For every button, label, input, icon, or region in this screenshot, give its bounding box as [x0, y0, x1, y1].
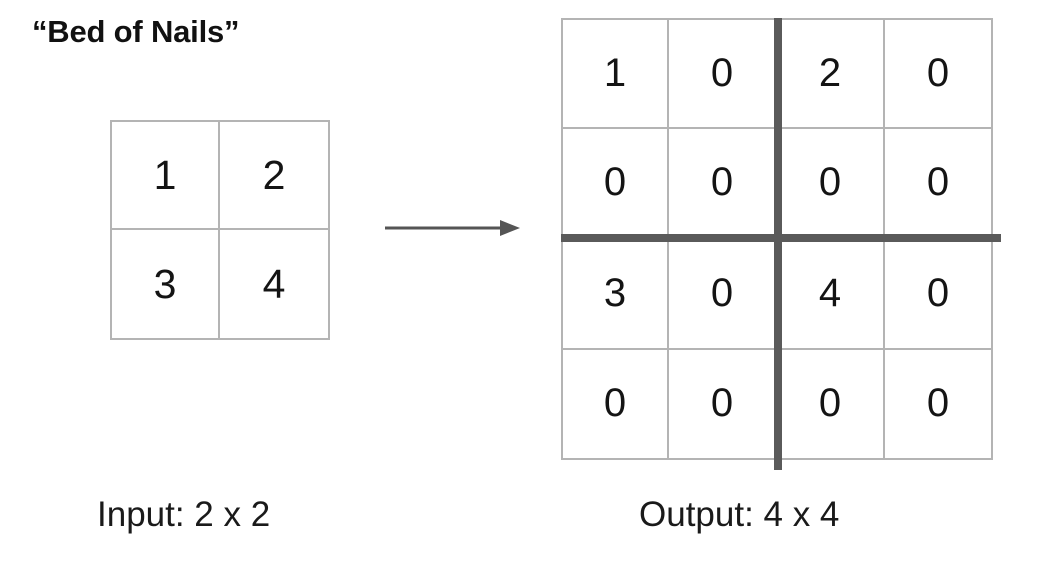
input-cell-r2c1: 3 [110, 230, 220, 340]
output-cell-r1c4: 0 [885, 18, 993, 129]
output-cell-r4c4: 0 [885, 349, 993, 460]
arrow-right-icon [385, 220, 520, 236]
page-title: “Bed of Nails” [32, 14, 240, 49]
output-cell-r2c4: 0 [885, 128, 993, 239]
output-cell-r2c3: 0 [777, 128, 885, 239]
output-cell-r3c3: 4 [777, 239, 885, 350]
output-cell-r2c2: 0 [669, 128, 777, 239]
input-cell-r1c1: 1 [110, 120, 220, 230]
output-cell-r2c1: 0 [561, 128, 669, 239]
input-cell-r1c2: 2 [220, 120, 330, 230]
output-cell-r1c3: 2 [777, 18, 885, 129]
output-cell-r1c1: 1 [561, 18, 669, 129]
input-cell-r2c2: 4 [220, 230, 330, 340]
output-cell-r4c1: 0 [561, 349, 669, 460]
output-cell-r1c2: 0 [669, 18, 777, 129]
output-cell-r3c2: 0 [669, 239, 777, 350]
output-horizontal-separator [561, 234, 1001, 242]
input-matrix: 1 2 3 4 [110, 120, 330, 340]
output-cell-r3c1: 3 [561, 239, 669, 350]
output-cell-r3c4: 0 [885, 239, 993, 350]
output-vertical-separator [774, 18, 782, 470]
output-caption: Output: 4 x 4 [639, 495, 840, 534]
input-caption: Input: 2 x 2 [97, 495, 271, 534]
output-cell-r4c2: 0 [669, 349, 777, 460]
output-cell-r4c3: 0 [777, 349, 885, 460]
